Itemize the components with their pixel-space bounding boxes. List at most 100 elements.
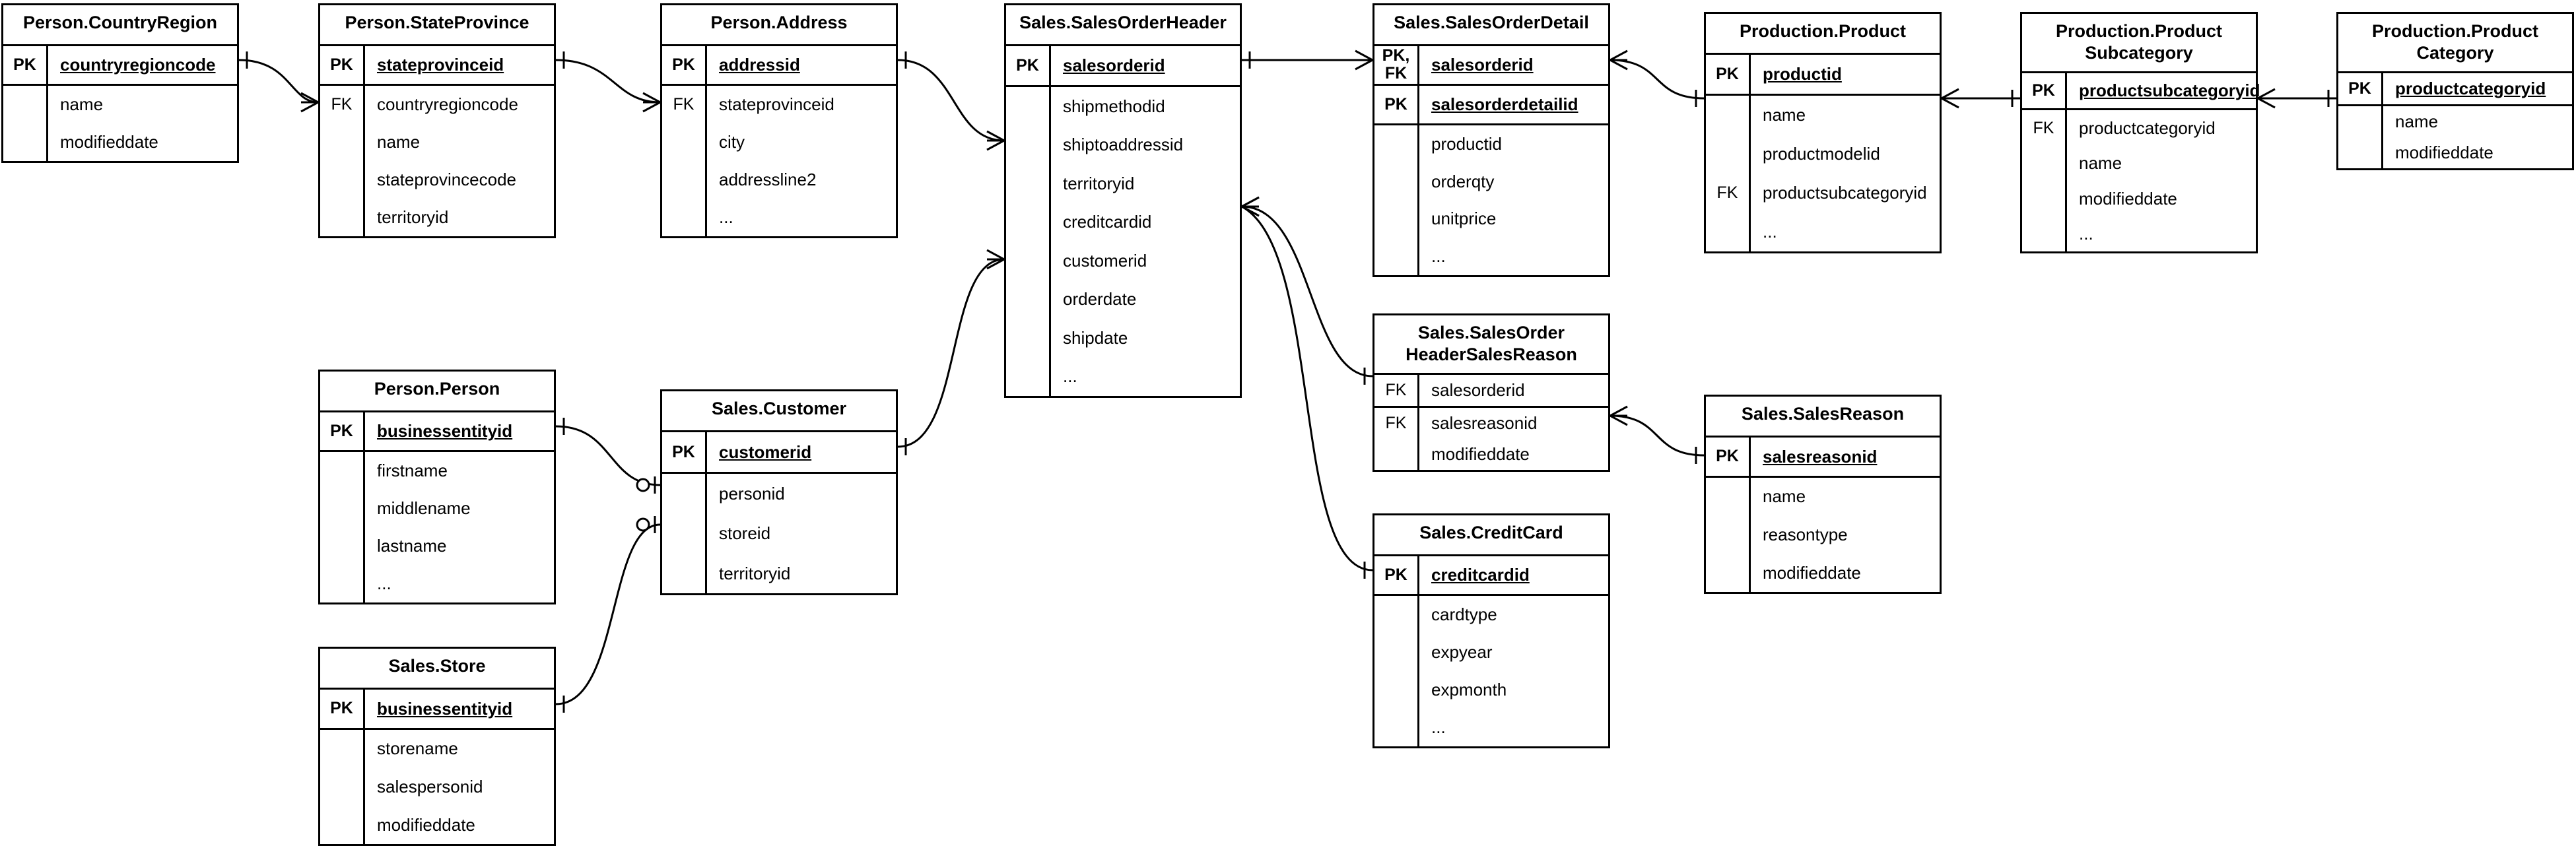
attribute-row[interactable]: shipmethodid [1006, 86, 1240, 126]
attribute-name: name [60, 94, 104, 115]
relationship-rel-countryregion-stateprovince [238, 59, 319, 104]
attribute-row[interactable]: unitprice [1374, 200, 1608, 238]
attribute-row[interactable]: territoryid [662, 553, 896, 593]
attribute-row[interactable]: lastname [320, 527, 554, 565]
rel-store-customer-to-zero-circle-icon [636, 517, 650, 532]
attribute-row[interactable]: modifieddate [1706, 554, 1940, 592]
attribute-row[interactable]: modifieddate [1374, 439, 1608, 470]
attribute-row[interactable]: reasontype [1706, 515, 1940, 554]
attribute-row[interactable]: name [2022, 145, 2256, 181]
attribute-row[interactable]: firstname [320, 452, 554, 490]
attribute-row[interactable]: creditcardid [1006, 203, 1240, 242]
attribute-row[interactable]: modifieddate [3, 123, 237, 161]
rel-customer-salesorderheader-to-crowsfoot-icon [986, 258, 1005, 270]
key-indicator [1374, 125, 1419, 163]
attribute-row[interactable]: ... [1374, 238, 1608, 275]
relationship-rel-person-customer [555, 425, 661, 486]
key-indicator [3, 86, 48, 123]
attribute-row[interactable]: name [3, 86, 237, 123]
attribute-row[interactable]: orderdate [1006, 280, 1240, 319]
attribute-row[interactable]: salespersonid [320, 767, 554, 806]
attribute-row[interactable]: expyear [1374, 634, 1608, 671]
attribute-row[interactable]: shiptoaddressid [1006, 125, 1240, 164]
attribute-row[interactable]: orderqty [1374, 162, 1608, 201]
attribute-row[interactable]: modifieddate [320, 806, 554, 844]
attribute-row[interactable]: personid [662, 474, 896, 514]
attribute-row[interactable]: addressline2 [662, 161, 896, 199]
attribute-row[interactable]: ... [2022, 216, 2256, 251]
attribute-row[interactable]: territoryid [320, 199, 554, 236]
attribute-row[interactable]: stateprovincecode [320, 161, 554, 199]
key-indicator [2338, 137, 2383, 168]
attribute-row[interactable]: ... [1706, 212, 1940, 251]
attribute-row[interactable]: storeid [662, 513, 896, 554]
attribute-row[interactable]: name [1706, 96, 1940, 135]
attribute-row[interactable]: shipdate [1006, 318, 1240, 358]
attribute-row[interactable]: ... [1374, 709, 1608, 746]
attribute-row[interactable]: middlename [320, 490, 554, 527]
key-indicator [1006, 357, 1051, 396]
attribute-row[interactable]: expmonth [1374, 671, 1608, 709]
attribute-name: expyear [1431, 642, 1493, 663]
attribute-row[interactable]: name [2338, 106, 2572, 137]
attribute-row[interactable]: name [320, 123, 554, 161]
attribute-row[interactable]: customerid [1006, 241, 1240, 280]
attribute-row[interactable]: cardtype [1374, 596, 1608, 634]
attribute-row[interactable]: ... [320, 565, 554, 602]
attribute-name: ... [1763, 222, 1777, 242]
attribute-row[interactable]: modifieddate [2022, 181, 2256, 216]
attribute-row[interactable]: city [662, 123, 896, 161]
attribute-row[interactable]: ... [1006, 357, 1240, 396]
key-indicator [1374, 634, 1419, 671]
attribute-name: productid [1431, 133, 1502, 154]
attribute-name: ... [1431, 246, 1446, 267]
key-indicator: PK [662, 432, 707, 472]
key-indicator [1374, 439, 1419, 470]
attribute-row[interactable]: storename [320, 729, 554, 768]
attribute-name: personid [719, 484, 785, 504]
attribute-row[interactable]: productmodelid [1706, 135, 1940, 174]
attribute-row[interactable]: territoryid [1006, 164, 1240, 203]
attribute-row[interactable]: modifieddate [2338, 137, 2572, 168]
attribute-row[interactable]: name [1706, 477, 1940, 516]
attribute-name: shiptoaddressid [1063, 135, 1184, 155]
attribute-row[interactable]: productid [1374, 125, 1608, 163]
attribute-row[interactable]: ... [662, 199, 896, 236]
